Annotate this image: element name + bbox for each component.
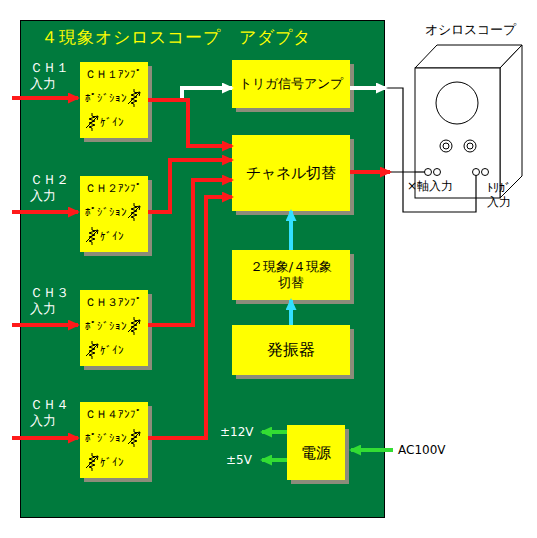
input-arrow [12, 96, 78, 100]
input-arrow [12, 210, 78, 214]
scope-knob [440, 140, 452, 152]
scope-front [415, 68, 500, 198]
amp-box: ＣＨ１ｱﾝﾌﾟ ﾎﾟｼﾞｼｮﾝ ｹﾞｲﾝ [80, 62, 148, 138]
oscilloscope: オシロスコープ [415, 20, 525, 198]
input-terminal [434, 169, 441, 176]
amp-box: ＣＨ４ｱﾝﾌﾟ ﾎﾟｼﾞｼｮﾝ ｹﾞｲﾝ [80, 402, 148, 478]
power-out-arrow [262, 458, 287, 462]
power-arrows [262, 432, 393, 460]
input-terminal [425, 169, 432, 176]
voltage-label: ±12V [220, 425, 254, 439]
scope-knob [464, 140, 476, 152]
node-text: ｹﾞｲﾝ [100, 344, 124, 357]
node-text: ﾎﾟｼﾞｼｮﾝ [85, 92, 127, 105]
input-terminal [482, 169, 489, 176]
input-label: ＣＨ４ 入力 [30, 397, 76, 428]
scope-side [500, 45, 522, 198]
signal-connector [289, 211, 293, 250]
terminal-label: ×軸入力 [407, 179, 453, 193]
process-box: トリガ信号アンプ [232, 60, 350, 108]
node-text: ｹﾞｲﾝ [100, 456, 124, 469]
resistor-symbol [86, 453, 98, 471]
amp-box: ＣＨ２ｱﾝﾌﾟ ﾎﾟｼﾞｼｮﾝ ｹﾞｲﾝ [80, 176, 148, 252]
input-terminal [473, 169, 480, 176]
scope-screen [436, 82, 478, 124]
input-label: ＣＨ３ 入力 [30, 285, 76, 316]
signal-connector [148, 160, 232, 212]
node-text: チャネル切替 [246, 164, 336, 182]
oscilloscope-drawing [415, 45, 522, 198]
process-box: チャネル切替 [232, 135, 350, 211]
terminal-lead [475, 176, 476, 199]
power-box: 電源 [287, 425, 345, 480]
node-text: ＣＨ３ｱﾝﾌﾟ [85, 296, 142, 309]
node-text: トリガ信号アンプ [239, 76, 343, 92]
node-text: オシロスコープ [415, 22, 525, 38]
resistor-symbol [86, 227, 98, 245]
node-text: ＣＨ２ｱﾝﾌﾟ [85, 182, 142, 195]
signal-connector [289, 300, 293, 325]
resistor-symbols [86, 89, 140, 471]
node-text: ﾎﾟｼﾞｼｮﾝ [85, 206, 127, 219]
node-text: 電源 [301, 444, 331, 462]
resistor-symbol [128, 429, 140, 447]
node-text: 発振器 [267, 340, 315, 359]
node-text: ｹﾞｲﾝ [100, 230, 124, 243]
signal-connector [148, 100, 232, 146]
process-box: 発振器 [232, 325, 350, 375]
process-box: ２現象/４現象 切替 [232, 250, 350, 300]
power-in-arrow [351, 448, 393, 452]
node-text: ２現象/４現象 切替 [241, 259, 341, 290]
resistor-symbol [128, 89, 140, 107]
node-text: ＣＨ１ｱﾝﾌﾟ [85, 68, 142, 81]
terminal-lead [415, 171, 425, 172]
voltage-label: AC100V [398, 443, 446, 457]
voltage-label: ±5V [226, 453, 252, 467]
resistor-symbol [86, 113, 98, 131]
resistor-symbol [86, 341, 98, 359]
power-out-arrow [262, 430, 287, 434]
scope-knob [443, 143, 449, 149]
scope-top [415, 45, 522, 68]
scope-knob [467, 143, 473, 149]
signal-connector [148, 197, 232, 438]
adapter-panel: ４現象オシロスコープ アダプタＣＨ１ｱﾝﾌﾟﾎﾟｼﾞｼｮﾝｹﾞｲﾝＣＨ２ｱﾝﾌﾟ… [20, 20, 385, 518]
node-text: ﾎﾟｼﾞｼｮﾝ [85, 432, 127, 445]
amp-box: ＣＨ３ｱﾝﾌﾟ ﾎﾟｼﾞｼｮﾝ ｹﾞｲﾝ [80, 290, 148, 366]
signal-connector [148, 88, 232, 100]
resistor-symbol [128, 203, 140, 221]
input-arrow [12, 323, 78, 327]
node-text: ４現象オシロスコープ アダプタ [41, 27, 311, 47]
signal-connector [148, 180, 232, 325]
input-arrows [12, 98, 78, 438]
input-arrow [12, 436, 78, 440]
signal-connector [350, 88, 476, 212]
resistor-symbol [128, 317, 140, 335]
node-text: ｹﾞｲﾝ [100, 116, 124, 129]
input-label: ＣＨ２ 入力 [30, 172, 76, 203]
node-text: ﾎﾟｼﾞｼｮﾝ [85, 320, 127, 333]
signal-arrow [350, 86, 386, 90]
signal-connector [350, 171, 415, 172]
input-label: ＣＨ１ 入力 [30, 60, 76, 91]
signal-arrow [350, 170, 390, 174]
terminal-label: ﾄﾘｶﾞ 入力 [487, 181, 521, 210]
node-text: ＣＨ４ｱﾝﾌﾟ [85, 408, 142, 421]
